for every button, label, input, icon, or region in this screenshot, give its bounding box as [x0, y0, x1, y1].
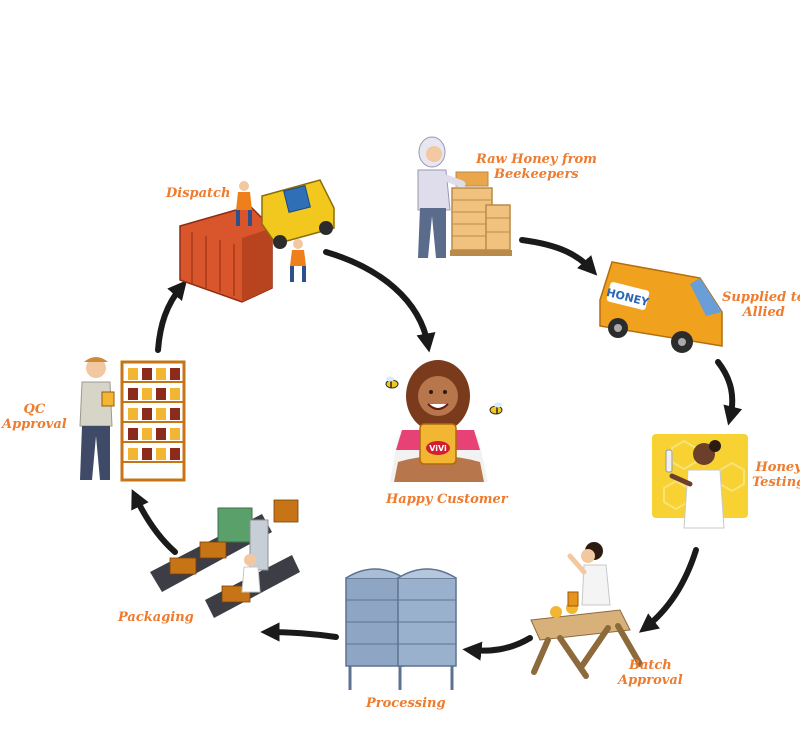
label-batch: Batch Approval	[618, 658, 683, 688]
arrow-raw-to-supplied	[519, 237, 598, 276]
label-raw-honey-line1: Raw Honey from	[476, 152, 597, 167]
inspector-with-shelf-icon	[79, 357, 186, 482]
arrow-dispatch-to-customer	[323, 249, 436, 353]
label-testing-line2: Testing	[752, 475, 800, 490]
label-qc-line2: Approval	[2, 417, 67, 432]
label-supplied-line2: Allied	[742, 305, 785, 320]
label-dispatch-line1: Dispatch	[166, 186, 231, 201]
happy-customer-icon: ViVi	[385, 360, 503, 482]
label-qc: QC Approval	[2, 402, 67, 432]
label-supplied: Supplied to Allied	[722, 290, 800, 320]
label-testing: Honey Testing	[752, 460, 800, 490]
label-qc-line1: QC	[23, 402, 46, 417]
arrow-batch-to-processing	[462, 635, 533, 661]
label-raw-honey-line2: Beekeepers	[494, 167, 579, 182]
arrow-packaging-to-qc	[131, 489, 178, 555]
label-packaging-line1: Packaging	[118, 610, 194, 625]
beekeeper-with-hives-icon	[417, 136, 512, 258]
label-happy-customer-line1: Happy Customer	[386, 492, 508, 507]
bee-icon	[489, 402, 503, 415]
label-raw-honey: Raw Honey from Beekeepers	[476, 152, 597, 182]
label-supplied-line1: Supplied to	[722, 290, 800, 305]
steel-silos-icon	[345, 568, 457, 690]
flow-arrows	[131, 237, 743, 661]
label-packaging: Packaging	[118, 610, 194, 625]
delivery-van-icon: HONEY	[599, 261, 723, 353]
arrow-testing-to-batch	[638, 547, 699, 633]
label-testing-line1: Honey	[755, 460, 800, 475]
label-batch-line1: Batch	[628, 658, 672, 673]
label-dispatch: Dispatch	[166, 186, 230, 201]
label-processing-line1: Processing	[366, 696, 446, 711]
label-batch-line2: Approval	[618, 673, 683, 688]
arrow-processing-to-packaging	[260, 622, 339, 642]
bottling-conveyor-icon	[150, 499, 300, 618]
arrow-qc-to-dispatch	[155, 280, 187, 353]
product-label: ViVi	[429, 444, 447, 453]
lab-scientist-icon	[652, 434, 748, 529]
batch-tasting-table-icon	[530, 542, 643, 679]
label-processing: Processing	[366, 696, 446, 711]
arrow-supplied-to-testing	[715, 359, 743, 426]
label-happy-customer: Happy Customer	[386, 492, 508, 507]
bee-icon	[385, 376, 399, 389]
forklift-container-icon	[179, 179, 335, 303]
